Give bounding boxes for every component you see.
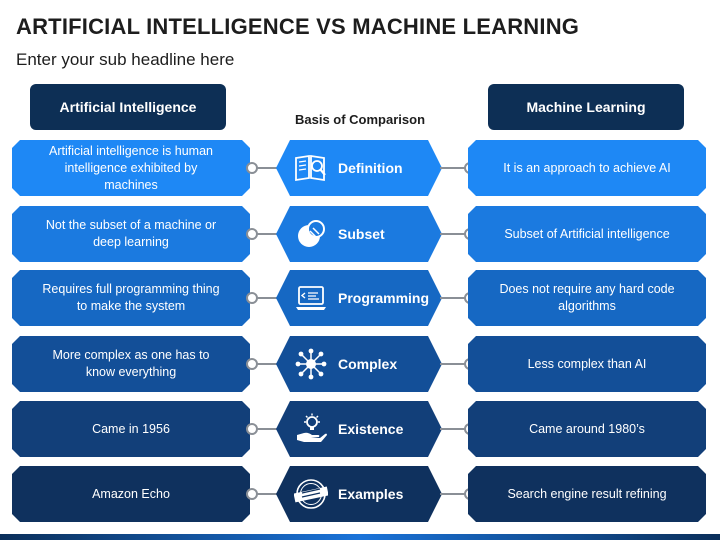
ml-cell: Does not require any hard code algorithm… bbox=[468, 270, 706, 326]
comparison-row-existence: Came in 1956 Existence Came around 1980’… bbox=[0, 401, 720, 457]
basis-cell: Examples bbox=[276, 466, 442, 522]
connector-line bbox=[440, 233, 470, 235]
ai-column-header: Artificial Intelligence bbox=[30, 84, 226, 130]
ml-cell: Came around 1980’s bbox=[468, 401, 706, 457]
comparison-row-examples: Amazon Echo Examples Search engine resul… bbox=[0, 466, 720, 522]
network-nodes-icon bbox=[294, 348, 328, 380]
basis-cell: Definition bbox=[276, 140, 442, 196]
venn-circles-icon bbox=[294, 218, 328, 250]
book-magnifier-icon bbox=[294, 152, 328, 184]
connector-line bbox=[440, 297, 470, 299]
ai-cell: Not the subset of a machine or deep lear… bbox=[12, 206, 250, 262]
comparison-row-subset: Not the subset of a machine or deep lear… bbox=[0, 206, 720, 262]
connector-line bbox=[440, 428, 470, 430]
basis-cell: Existence bbox=[276, 401, 442, 457]
connector-dot bbox=[246, 162, 258, 174]
connector-dot bbox=[246, 292, 258, 304]
ml-column-header: Machine Learning bbox=[488, 84, 684, 130]
connector-dot bbox=[246, 358, 258, 370]
connector-dot bbox=[246, 228, 258, 240]
basis-column-header: Basis of Comparison bbox=[294, 112, 426, 127]
connector-line bbox=[440, 363, 470, 365]
laptop-code-icon bbox=[294, 282, 328, 314]
connector-line bbox=[250, 167, 280, 169]
basis-label: Programming bbox=[338, 290, 430, 306]
footer-accent-bar bbox=[0, 534, 720, 540]
ml-cell: Less complex than AI bbox=[468, 336, 706, 392]
connector-line bbox=[250, 493, 280, 495]
connector-line bbox=[440, 167, 470, 169]
basis-label: Complex bbox=[338, 356, 398, 372]
connector-line bbox=[250, 363, 280, 365]
comparison-row-definition: Artificial intelligence is human intelli… bbox=[0, 140, 720, 196]
basis-label: Definition bbox=[338, 160, 403, 176]
connector-line bbox=[440, 493, 470, 495]
basis-label: Examples bbox=[338, 486, 404, 502]
ai-cell: Requires full programming thing to make … bbox=[12, 270, 250, 326]
comparison-row-programming: Requires full programming thing to make … bbox=[0, 270, 720, 326]
ml-cell: Subset of Artificial intelligence bbox=[468, 206, 706, 262]
basis-label: Subset bbox=[338, 226, 385, 242]
example-stamp-icon bbox=[294, 478, 328, 510]
ai-cell: Came in 1956 bbox=[12, 401, 250, 457]
ai-cell: More complex as one has to know everythi… bbox=[12, 336, 250, 392]
connector-line bbox=[250, 297, 280, 299]
page-title: ARTIFICIAL INTELLIGENCE VS MACHINE LEARN… bbox=[16, 14, 580, 39]
connector-line bbox=[250, 233, 280, 235]
basis-cell: Programming bbox=[276, 270, 442, 326]
page-subtitle: Enter your sub headline here bbox=[16, 50, 235, 69]
ml-cell: It is an approach to achieve AI bbox=[468, 140, 706, 196]
connector-line bbox=[250, 428, 280, 430]
ml-cell: Search engine result refining bbox=[468, 466, 706, 522]
comparison-row-complex: More complex as one has to know everythi… bbox=[0, 336, 720, 392]
basis-label: Existence bbox=[338, 421, 404, 437]
ai-cell: Artificial intelligence is human intelli… bbox=[12, 140, 250, 196]
ai-cell: Amazon Echo bbox=[12, 466, 250, 522]
basis-cell: Complex bbox=[276, 336, 442, 392]
connector-dot bbox=[246, 488, 258, 500]
basis-cell: Subset bbox=[276, 206, 442, 262]
hand-lightbulb-icon bbox=[294, 413, 328, 445]
connector-dot bbox=[246, 423, 258, 435]
